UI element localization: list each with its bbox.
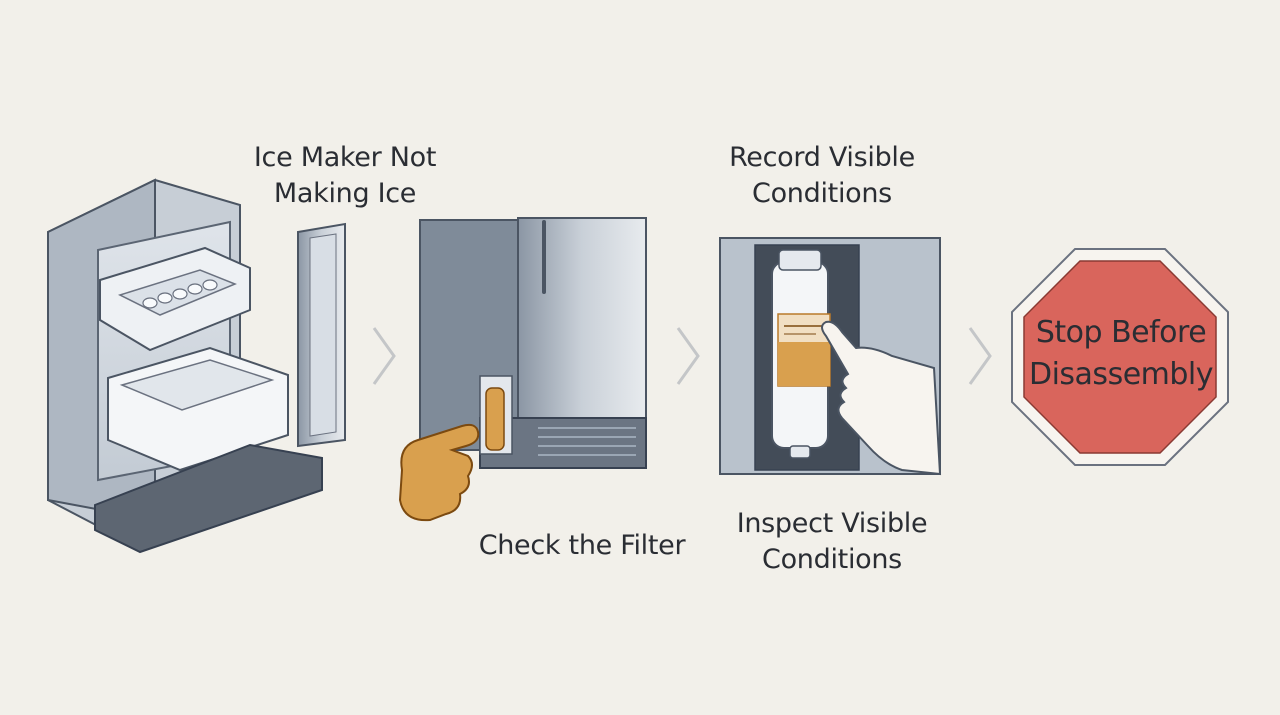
- step-title-line: Conditions: [752, 178, 892, 209]
- filter-closeup-illustration: [719, 237, 942, 476]
- ice-tray: [99, 246, 251, 352]
- chevron-right-icon: [676, 327, 700, 385]
- step-title-line: Record Visible: [729, 142, 915, 173]
- fridge-filter-illustration: [398, 217, 647, 522]
- water-filter: [485, 387, 505, 451]
- chevron-right-icon: [968, 327, 992, 385]
- stop-sign-icon: [1011, 248, 1229, 466]
- stop-sign-line: Disassembly: [1028, 357, 1214, 392]
- step-caption-line: Inspect Visible: [736, 508, 928, 539]
- chevron-right-icon: [372, 327, 396, 385]
- step-caption-line: Conditions: [762, 544, 902, 575]
- pointing-hand-icon: [398, 423, 480, 522]
- step-title-ice-maker: Ice Maker Not Making Ice: [240, 140, 450, 212]
- freezer-illustration: [47, 178, 346, 554]
- step-caption-line: Check the Filter: [478, 530, 686, 561]
- step-title-record: Record Visible Conditions: [712, 140, 932, 212]
- step-caption-check-filter: Check the Filter: [470, 528, 694, 564]
- stop-sign-label: Stop Before Disassembly: [1016, 312, 1226, 396]
- step-title-line: Making Ice: [273, 178, 417, 209]
- step-title-line: Ice Maker Not: [253, 142, 437, 173]
- stop-sign-line: Stop Before: [1035, 315, 1207, 350]
- step-caption-inspect: Inspect Visible Conditions: [722, 506, 942, 578]
- ice-bin: [107, 346, 289, 472]
